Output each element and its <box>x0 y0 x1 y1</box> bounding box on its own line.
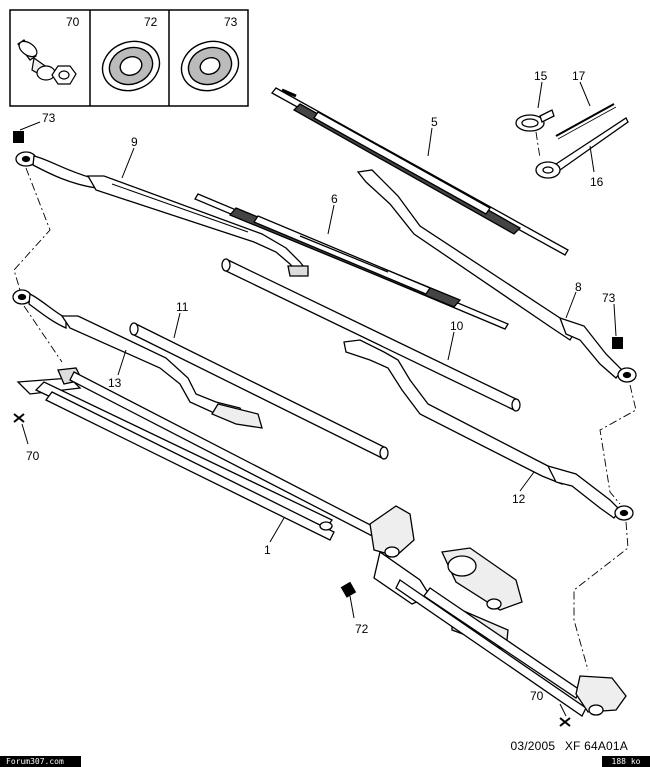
screw-70-icon <box>13 413 25 423</box>
wiper-arm-13 <box>12 289 263 429</box>
clip-15 <box>515 109 555 132</box>
inset-label-73: 73 <box>224 15 238 29</box>
label-6: 6 <box>331 192 338 206</box>
diagram-reference: 03/2005 XF 64A01A <box>505 739 629 753</box>
label-10: 10 <box>450 319 464 333</box>
leader-lines <box>19 81 617 717</box>
fastener-inset <box>9 9 249 107</box>
linkage-assembly-1 <box>16 367 627 717</box>
label-1: 1 <box>264 543 271 557</box>
wiper-arm-12 <box>343 339 634 521</box>
screw-70-icon <box>559 717 571 727</box>
label-70-left: 70 <box>26 449 40 463</box>
label-9: 9 <box>131 135 138 149</box>
inset-label-72: 72 <box>144 15 158 29</box>
wiper-blade-5 <box>271 87 569 256</box>
site-watermark: Forum307.com <box>0 756 81 767</box>
washer-72-icon <box>340 581 357 598</box>
cap-73-icon <box>13 131 24 143</box>
washer-icon <box>101 40 161 92</box>
rod-10 <box>221 258 521 412</box>
label-5: 5 <box>431 115 438 129</box>
label-16: 16 <box>590 175 604 189</box>
wiper-arm-8 <box>356 169 637 383</box>
diagram-code: XF 64A01A <box>564 739 628 753</box>
inset-frame <box>9 9 249 107</box>
label-73-right: 73 <box>602 291 616 305</box>
inset-label-70: 70 <box>66 15 80 29</box>
file-size-badge: 188 ko <box>602 756 650 767</box>
label-13: 13 <box>108 376 122 390</box>
diagram-date: 03/2005 <box>510 739 556 753</box>
wiper-blade-6 <box>194 193 509 330</box>
label-73-top: 73 <box>42 111 56 125</box>
label-8: 8 <box>575 280 582 294</box>
rod-end-16 <box>535 117 629 179</box>
label-12: 12 <box>512 492 526 506</box>
rod-11 <box>129 322 389 460</box>
washer-icon <box>180 40 240 92</box>
label-17: 17 <box>572 69 586 83</box>
label-72: 72 <box>355 622 369 636</box>
cap-73-icon <box>612 337 623 349</box>
label-15: 15 <box>534 69 548 83</box>
wiper-arm-9 <box>15 151 310 277</box>
bolt-icon <box>17 39 77 85</box>
alignment-lines <box>13 131 637 671</box>
label-11: 11 <box>176 300 189 314</box>
pin-17 <box>555 103 617 140</box>
label-70-bottom: 70 <box>530 689 544 703</box>
